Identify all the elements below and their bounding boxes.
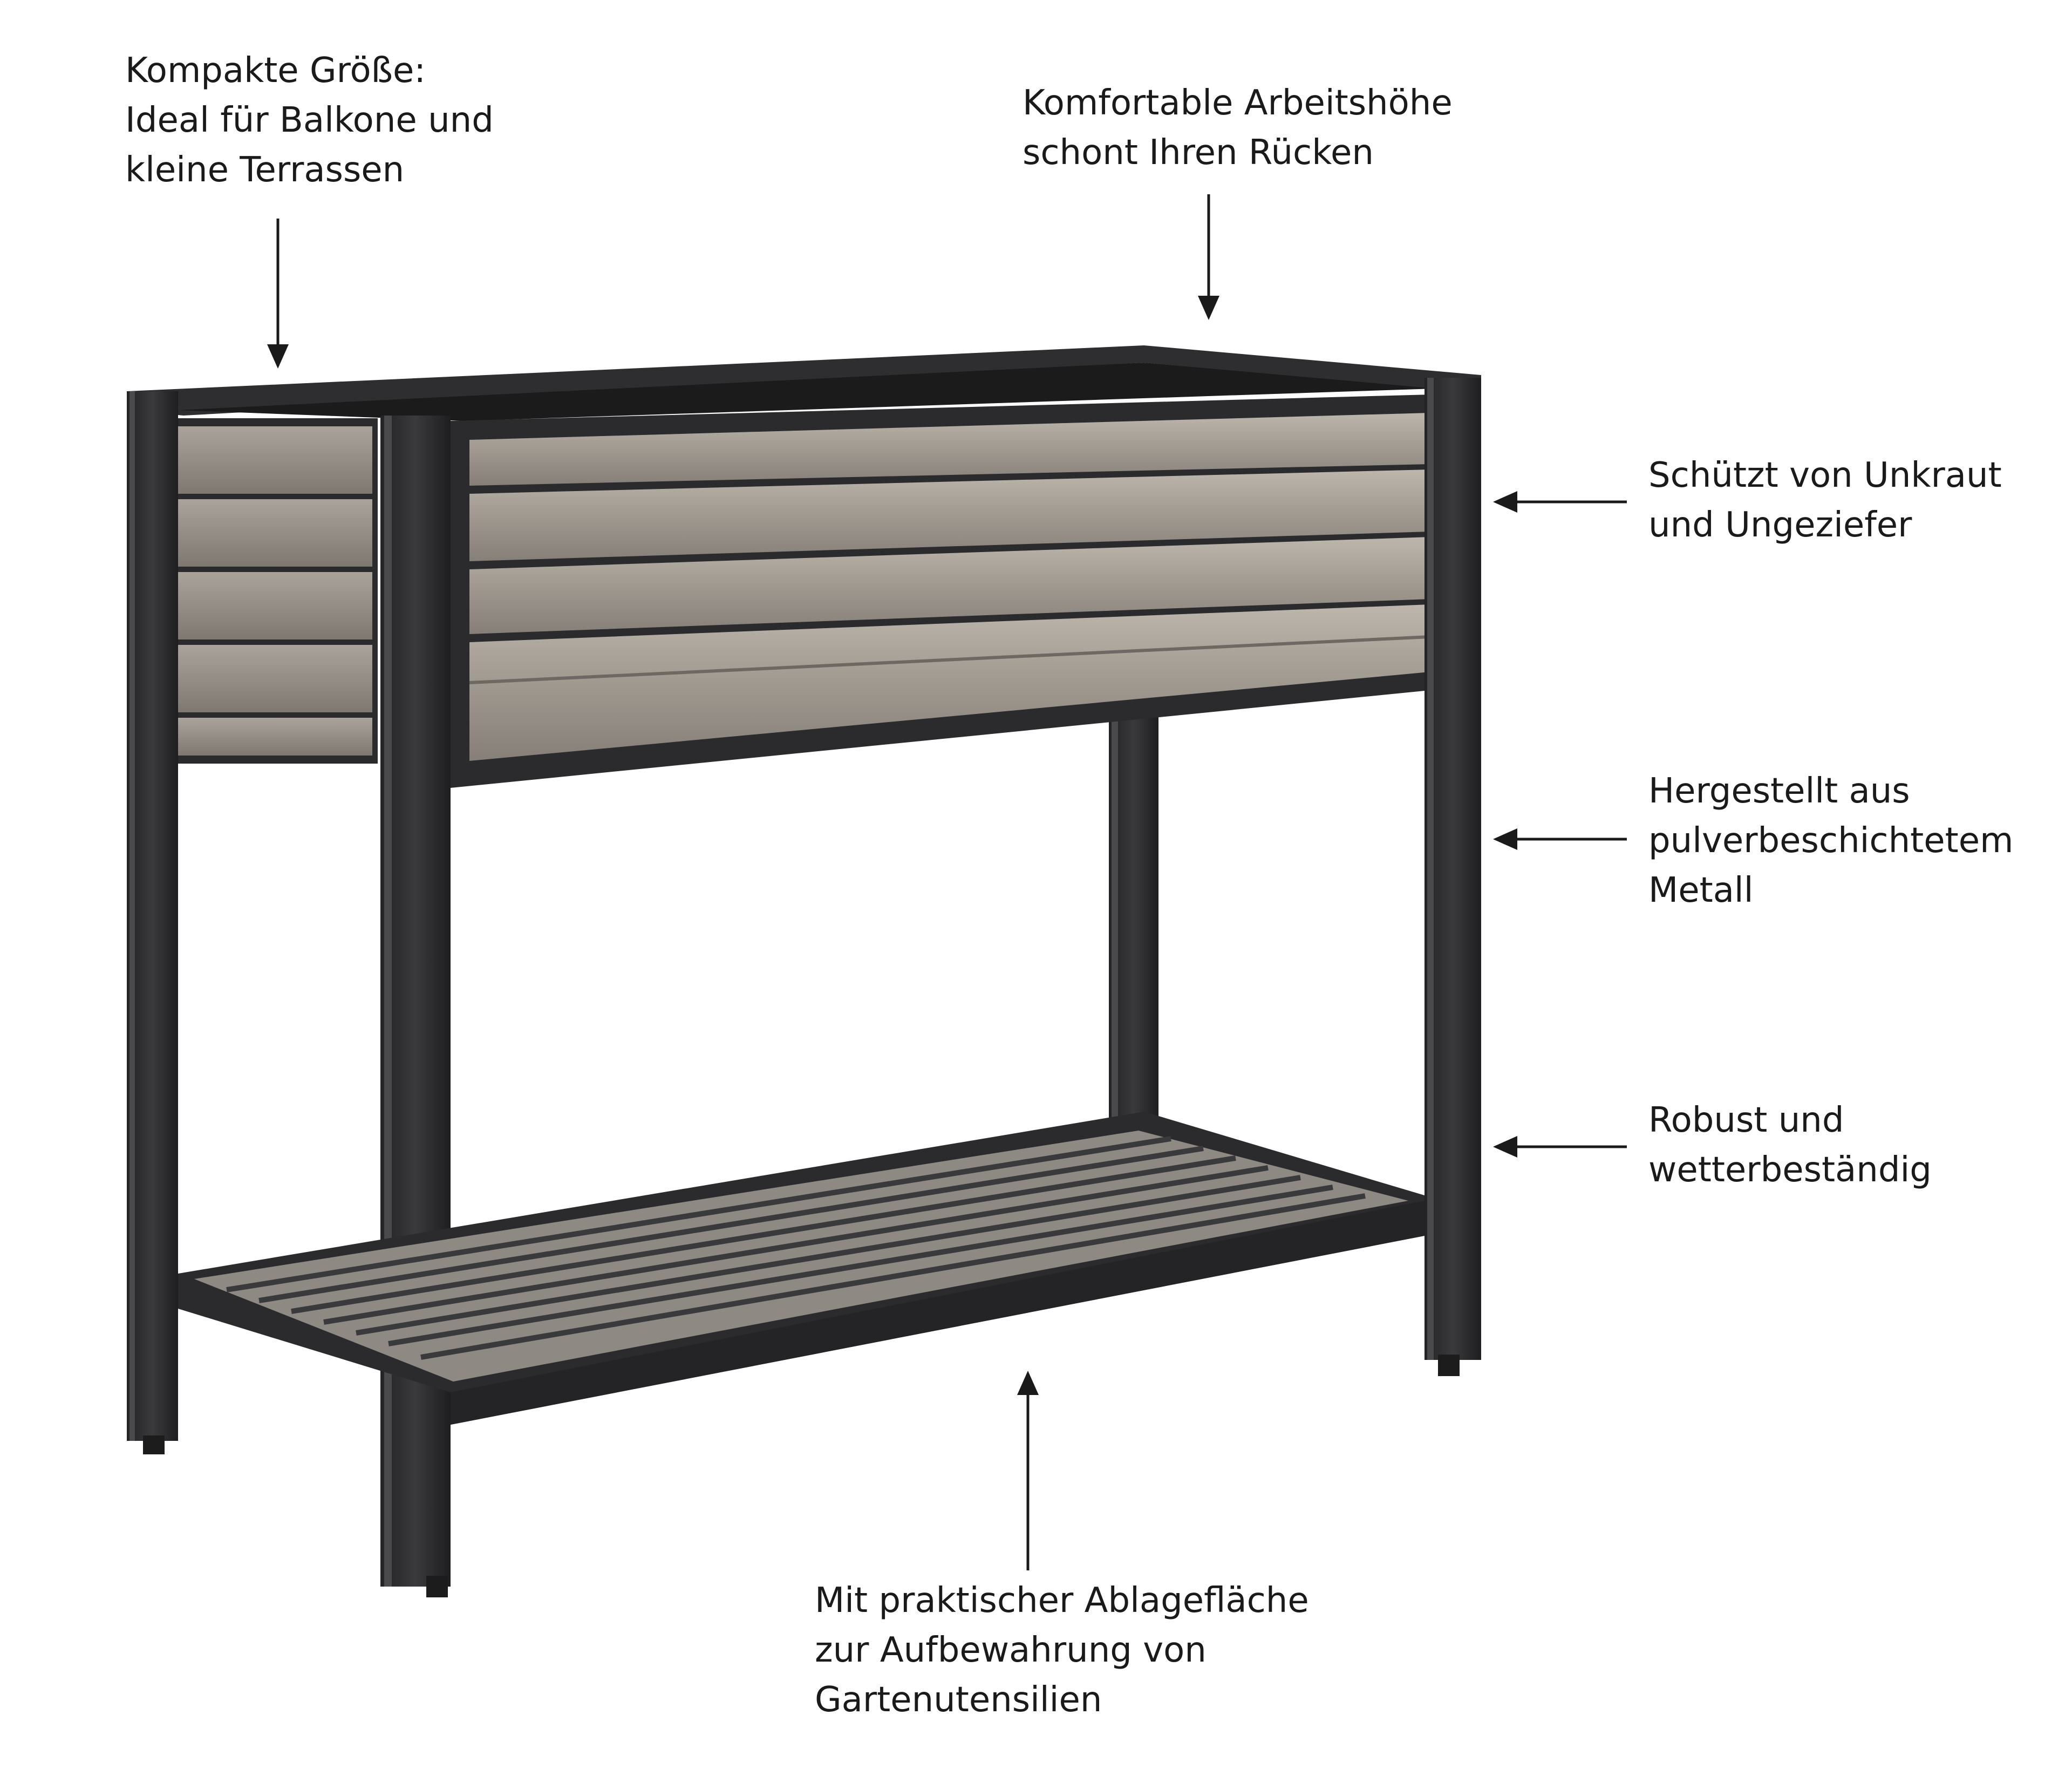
callout-height: Komfortable Arbeitshöhe schont Ihren Rüc… (1023, 78, 1453, 178)
front-plank-1 (469, 413, 1430, 486)
callout-robust-line-1: Robust und (1648, 1100, 1844, 1140)
front-plank-2 (469, 469, 1430, 561)
callout-shelf-line-3: Gartenutensilien (815, 1680, 1102, 1720)
callout-shelf-line-2: zur Aufbewahrung von (815, 1630, 1207, 1670)
callout-material-line-3: Metall (1648, 870, 1754, 910)
front-right-post (1424, 378, 1481, 1360)
callout-protection: Schützt von Unkraut und Ungeziefer (1648, 451, 2002, 550)
callout-protection-line-1: Schützt von Unkraut (1648, 455, 2002, 495)
callout-shelf-line-1: Mit praktischer Ablagefläche (815, 1581, 1309, 1621)
callout-size-line-1: Kompakte Größe: (125, 51, 426, 91)
planter-interior (178, 363, 1435, 421)
callout-size-line-3: kleine Terrassen (125, 150, 405, 190)
callout-material-line-1: Hergestellt aus (1648, 771, 1910, 811)
front-plank-3 (469, 537, 1430, 634)
callout-robust: Robust und wetterbeständig (1648, 1095, 1932, 1195)
callout-material: Hergestellt aus pulverbeschichtetem Meta… (1648, 766, 2013, 915)
callout-height-line-2: schont Ihren Rücken (1023, 133, 1374, 173)
callout-protection-line-2: und Ungeziefer (1648, 505, 1912, 545)
callout-material-line-2: pulverbeschichtetem (1648, 821, 2014, 861)
callout-robust-line-2: wetterbeständig (1648, 1150, 1932, 1190)
callout-height-line-1: Komfortable Arbeitshöhe (1023, 83, 1453, 123)
callout-size-line-2: Ideal für Balkone und (125, 100, 494, 140)
callout-shelf: Mit praktischer Ablagefläche zur Aufbewa… (815, 1576, 1309, 1725)
front-left-post (380, 416, 451, 1587)
back-left-post (127, 391, 178, 1441)
front-plank-4 (469, 604, 1430, 761)
callout-size: Kompakte Größe: Ideal für Balkone und kl… (125, 46, 494, 195)
